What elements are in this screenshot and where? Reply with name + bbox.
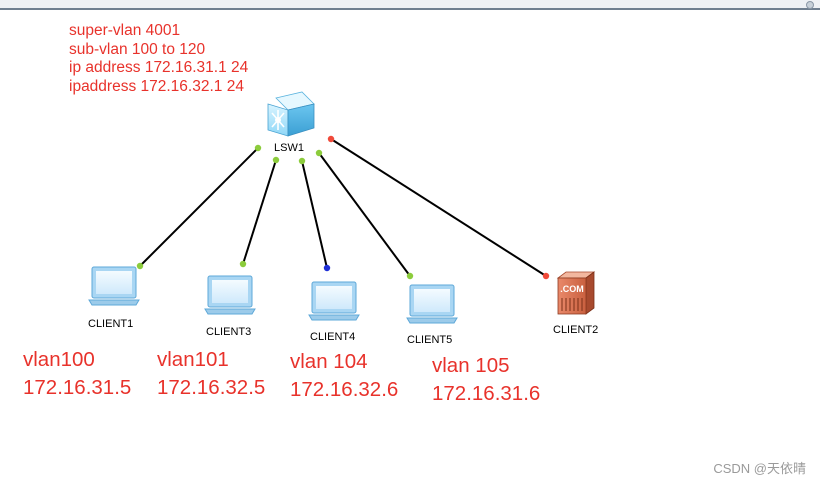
port-status-dot [272,156,280,164]
vlan-annotation: vlan 105 172.16.31.6 [432,352,540,408]
port-status-dot [406,272,414,280]
port-status-dot [239,260,247,268]
port-status-dot [136,262,144,270]
port-status-dot [323,264,331,272]
vlan-annotation: vlan100 172.16.31.5 [23,346,131,402]
server-icon[interactable]: .COM [556,271,596,315]
vlan-ip: 172.16.32.6 [290,378,399,401]
vlan-name: vlan101 [157,348,229,371]
port-status-dot [542,272,550,280]
link-lsw1-client5[interactable] [315,149,414,280]
window-top-bar [0,0,820,10]
config-note: super-vlan 4001 sub-vlan 100 to 120 ip a… [69,22,248,96]
vlan-ip: 172.16.32.5 [157,376,266,399]
link-lsw1-client3[interactable] [239,156,280,268]
vlan-ip: 172.16.31.6 [432,382,541,405]
laptop-icon[interactable] [406,284,458,324]
config-note-line: ipaddress 172.16.32.1 24 [69,77,244,95]
device-label-client2: CLIENT2 [553,324,599,336]
device-label-client1: CLIENT1 [88,318,134,330]
l3-switch-icon[interactable] [267,91,315,137]
config-note-line: sub-vlan 100 to 120 [69,40,206,58]
link-lsw1-client4[interactable] [298,157,331,272]
vlan-annotation: vlan101 172.16.32.5 [157,346,265,402]
laptop-icon[interactable] [88,266,140,306]
device-label-client4: CLIENT4 [310,331,356,343]
port-status-dot [254,144,262,152]
laptop-icon[interactable] [204,275,256,315]
vlan-ip: 172.16.31.5 [23,376,132,399]
link-lsw1-client1[interactable] [136,144,262,270]
config-note-line: ip address 172.16.31.1 24 [69,59,249,77]
server-badge: .COM [560,284,584,294]
link-lsw1-client2[interactable] [327,135,550,280]
port-status-dot [298,157,306,165]
port-status-dot [327,135,335,143]
laptop-icon[interactable] [308,281,360,321]
vlan-name: vlan 105 [432,354,510,377]
port-status-dot [315,149,323,157]
vlan-name: vlan 104 [290,350,368,373]
device-label-client3: CLIENT3 [206,326,252,338]
watermark: CSDN @天依晴 [713,461,806,476]
window-control-knob[interactable] [806,1,814,9]
device-label-client5: CLIENT5 [407,334,453,346]
vlan-name: vlan100 [23,348,95,371]
device-label-lsw1: LSW1 [274,142,304,154]
vlan-annotation: vlan 104 172.16.32.6 [290,348,398,404]
config-note-line: super-vlan 4001 [69,22,181,39]
